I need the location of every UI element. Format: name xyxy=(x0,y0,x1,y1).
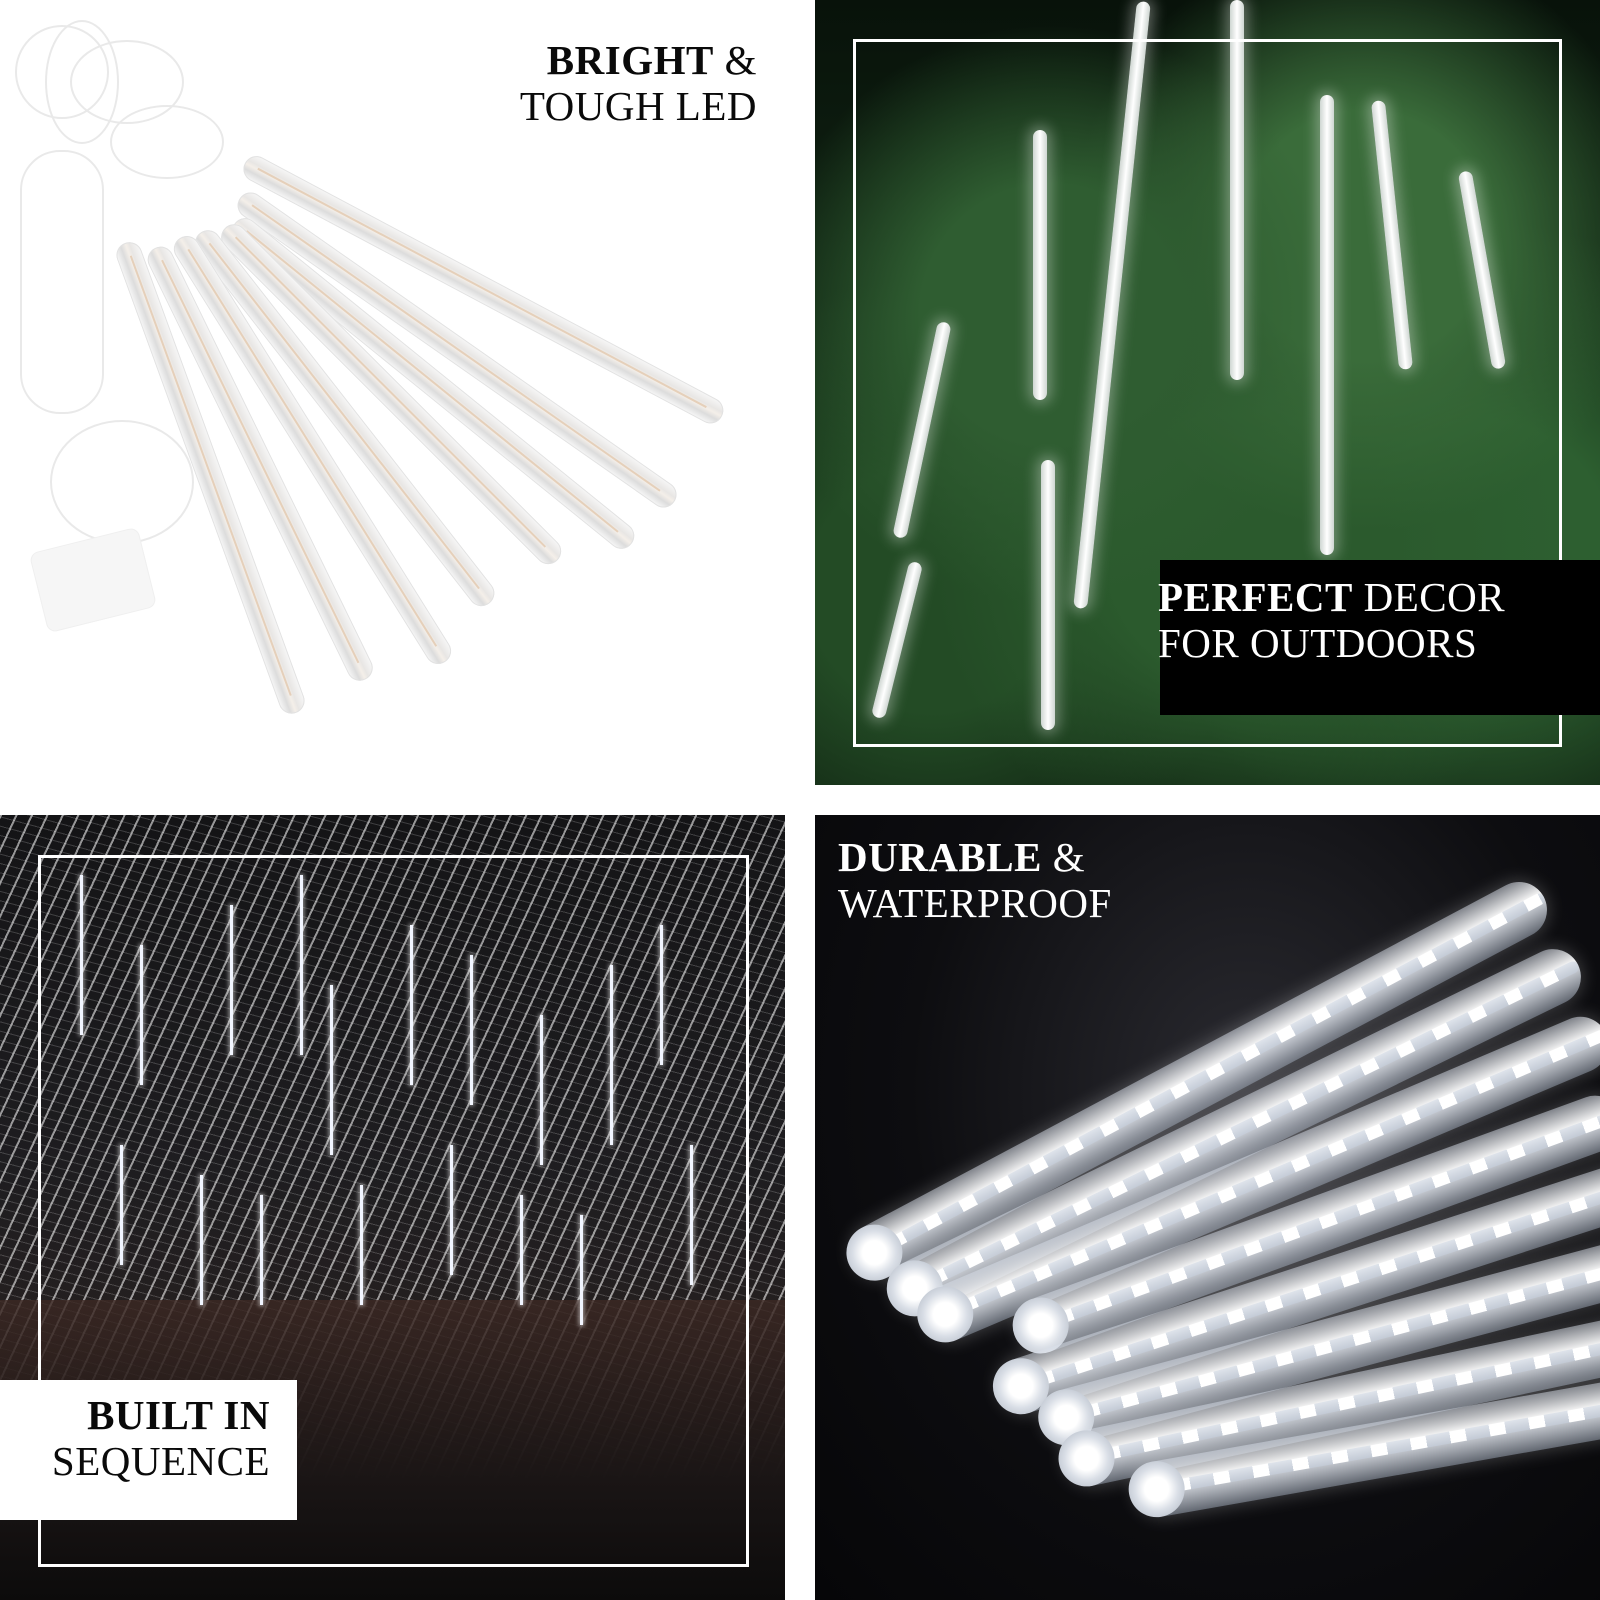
caption-regular: DECOR xyxy=(1352,574,1506,620)
panel-perfect-decor: PERFECT DECOR FOR OUTDOORS xyxy=(815,0,1600,785)
caption-regular: & xyxy=(1041,834,1086,880)
decorative-frame xyxy=(853,39,1562,747)
decorative-frame xyxy=(38,855,749,1567)
caption-regular: & xyxy=(713,37,757,83)
panel-built-in-sequence: BUILT IN SEQUENCE xyxy=(0,815,785,1600)
caption-bold: BRIGHT xyxy=(546,37,714,83)
caption-line2: SEQUENCE xyxy=(51,1437,270,1484)
caption-line2: FOR OUTDOORS xyxy=(1158,619,1478,666)
controller-box xyxy=(29,527,157,633)
caption-bold: BUILT IN xyxy=(87,1392,270,1438)
caption-bold: DURABLE xyxy=(838,834,1042,880)
caption-label-box xyxy=(0,1380,297,1520)
caption-label-box xyxy=(1160,560,1600,715)
caption-perfect-decor: PERFECT DECOR FOR OUTDOORS xyxy=(1158,574,1506,667)
caption-line2: WATERPROOF xyxy=(838,879,1112,926)
caption-durable-waterproof: DURABLE & WATERPROOF xyxy=(838,834,1112,927)
caption-built-in-sequence: BUILT IN SEQUENCE xyxy=(51,1392,270,1485)
caption-line2: TOUGH LED xyxy=(519,82,757,129)
panel-durable-waterproof: DURABLE & WATERPROOF xyxy=(815,815,1600,1600)
caption-bold: PERFECT xyxy=(1158,574,1353,620)
caption-bright-tough-led: BRIGHT & TOUGH LED xyxy=(519,37,757,130)
panel-bright-tough-led: BRIGHT & TOUGH LED xyxy=(0,0,785,785)
